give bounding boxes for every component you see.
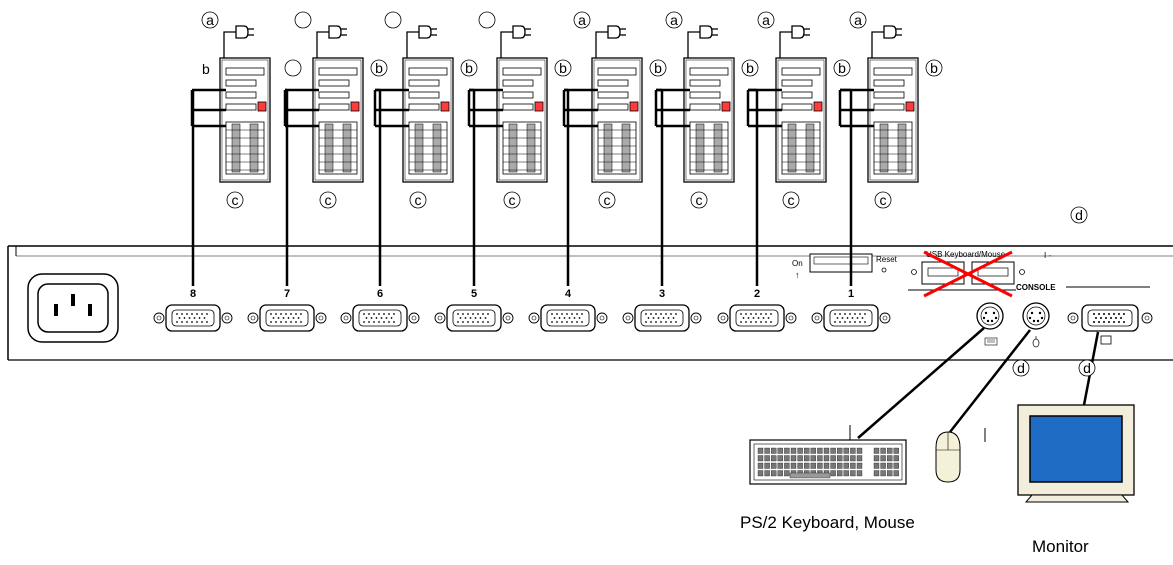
vga-port-6: 6 (340, 288, 420, 332)
vga-port-7: 7 (247, 288, 327, 332)
callout-a: a (206, 12, 214, 28)
port-number-label: 1 (848, 288, 854, 300)
power-inlet (27, 273, 119, 343)
cable-bundle (838, 88, 874, 286)
computer-tower: a c b (741, 11, 827, 209)
callout-d: d (1075, 207, 1083, 223)
callout-a: a (578, 12, 586, 28)
port-number-label: 7 (284, 288, 290, 300)
port-number-label: 2 (754, 288, 760, 300)
svg-text:↑: ↑ (795, 270, 800, 280)
callout-b: b (746, 60, 754, 76)
console-monitor-port (1067, 304, 1153, 345)
ps2-keyboard-port (976, 302, 1004, 346)
computer-tower: cb (460, 11, 548, 209)
callout-d: d (1017, 360, 1025, 376)
vga-port-2: 2 (717, 288, 797, 332)
callout-b: b (465, 60, 473, 76)
callout-b: b (654, 60, 662, 76)
power-switch-area: On ↑ Reset - (660, 253, 898, 280)
callout-b: b (838, 60, 846, 76)
computer-tower: a c b (833, 11, 919, 209)
port-number-label: 4 (565, 288, 572, 300)
callout-b: b (202, 61, 210, 77)
callout-c: c (415, 192, 422, 208)
cable-bundle (467, 88, 503, 286)
callout-c: c (696, 192, 703, 208)
monitor-caption: Monitor (1032, 537, 1089, 556)
callout-c: c (604, 192, 611, 208)
usb-crossed-out-mark (923, 250, 1013, 298)
callout-b: b (559, 60, 567, 76)
reset-label: Reset (876, 255, 898, 264)
callout-a: a (854, 12, 862, 28)
cable-bundle (283, 88, 319, 286)
callout-b: b (930, 60, 938, 76)
cable-bundle (373, 88, 409, 286)
keyboard-mouse-caption: PS/2 Keyboard, Mouse (740, 513, 915, 532)
cable-bundle (746, 88, 782, 286)
callout-c: c (880, 192, 887, 208)
cable-bundle (654, 88, 690, 286)
callout-c: c (509, 192, 516, 208)
mouse-illustration (935, 428, 986, 483)
computer-tower: a c b (554, 11, 643, 209)
port-number-label: 3 (659, 288, 665, 300)
console-label: CONSOLE (1016, 283, 1056, 292)
vga-port-4: 4 (528, 288, 608, 332)
cpu-port-row: 8 7 6 5 4 3 2 1 (153, 288, 891, 332)
usb-label: USB Keyboard/Mouse (926, 250, 1006, 259)
vga-port-8: 8 (153, 288, 233, 332)
computer-tower: c (284, 11, 364, 209)
port-number-label: 8 (190, 288, 196, 300)
port-number-label: 5 (471, 288, 477, 300)
callout-c: c (232, 192, 239, 208)
ps2-mouse-port (1022, 302, 1050, 348)
computer-cables (190, 88, 874, 286)
cable-bundle (562, 88, 598, 286)
computer-tower: cb (370, 11, 454, 209)
svg-text:I -: I - (1044, 251, 1051, 260)
port-number-label: 6 (377, 288, 383, 300)
callout-c: c (325, 192, 332, 208)
vga-port-1: 1 (811, 288, 891, 332)
vga-port-5: 5 (434, 288, 514, 332)
console-section: CONSOLE (976, 283, 1153, 348)
callout-c: c (788, 192, 795, 208)
vga-port-3: 3 (622, 288, 702, 332)
callout-d-labels: d d d (1012, 206, 1096, 377)
on-label: On (792, 259, 803, 268)
callout-d: d (1083, 360, 1091, 376)
computer-tower: a c b (201, 11, 271, 209)
kvm-switch-rear-panel (7, 245, 1173, 361)
callout-b: b (375, 60, 383, 76)
keyboard-illustration (749, 425, 907, 485)
callout-a: a (762, 12, 770, 28)
cable-bundle (190, 88, 226, 286)
callout-a: a (670, 12, 678, 28)
computer-tower: a c b (649, 11, 735, 209)
monitor-illustration (1017, 404, 1135, 503)
